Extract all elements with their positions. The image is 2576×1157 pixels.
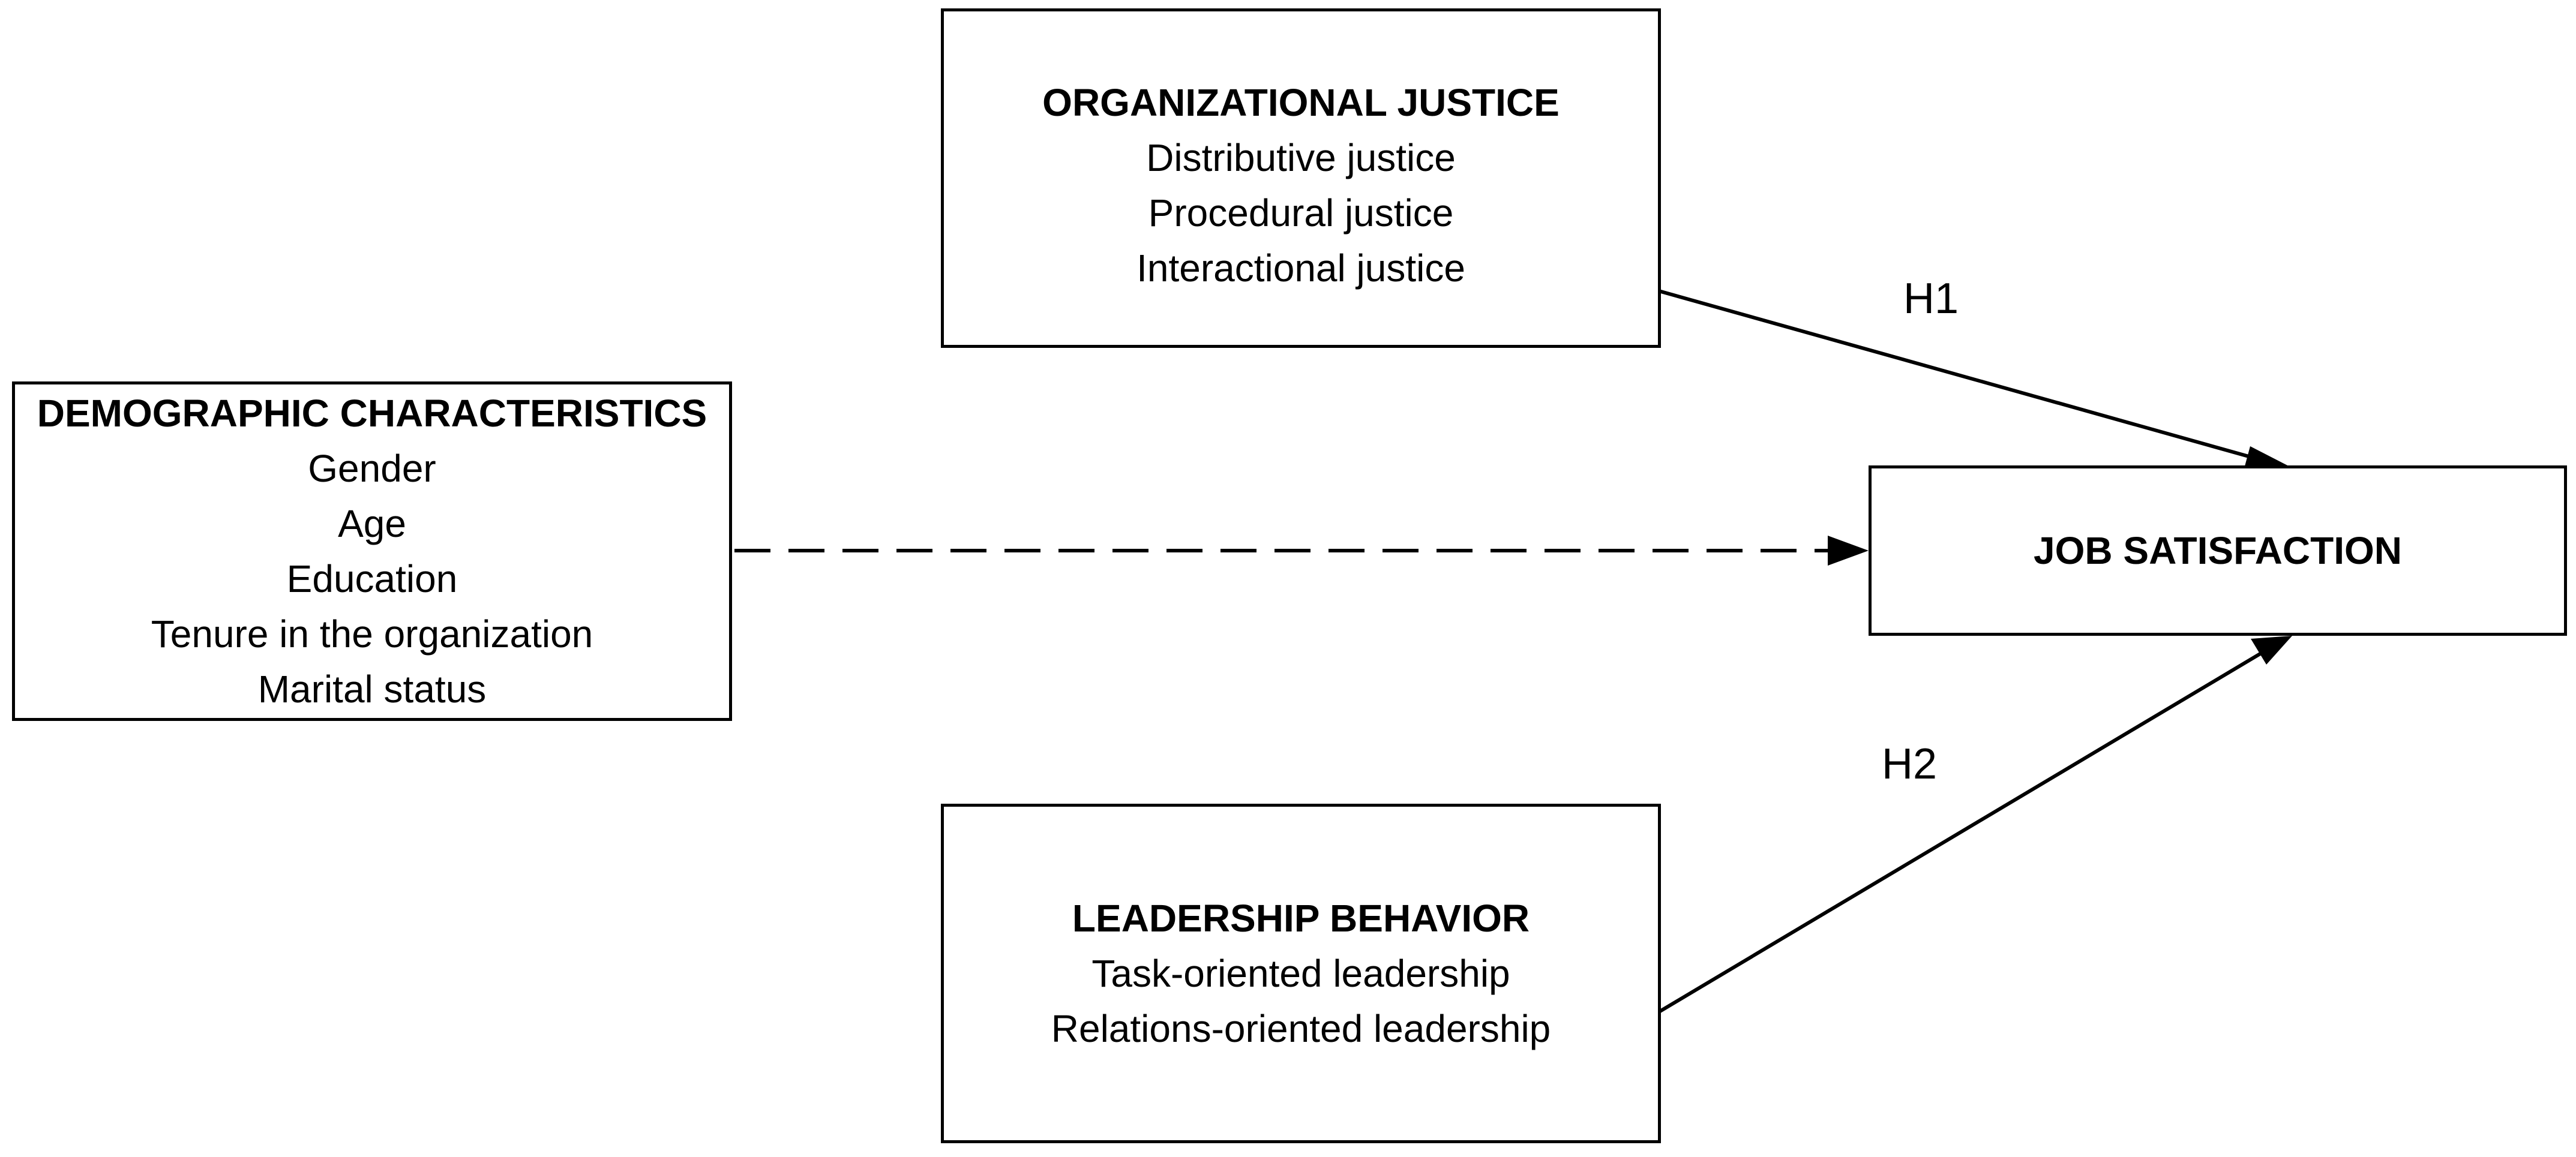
demographic-characteristics-title: DEMOGRAPHIC CHARACTERISTICS xyxy=(37,392,707,435)
leadership-behavior-title: LEADERSHIP BEHAVIOR xyxy=(1072,897,1530,940)
age-item: Age xyxy=(338,502,406,545)
organizational-justice-title: ORGANIZATIONAL JUSTICE xyxy=(1042,81,1560,124)
hypothesis-h2-label: H2 xyxy=(1882,740,1938,788)
arrow-h2-head xyxy=(2251,636,2292,665)
tenure-item: Tenure in the organization xyxy=(151,612,593,656)
demographic-characteristics-box: DEMOGRAPHIC CHARACTERISTICS Gender Age E… xyxy=(12,381,732,721)
organizational-justice-box: ORGANIZATIONAL JUSTICE Distributive just… xyxy=(941,8,1661,348)
hypothesis-h1-label: H1 xyxy=(1903,275,1959,323)
procedural-justice-item: Procedural justice xyxy=(1148,191,1454,235)
task-oriented-leadership-item: Task-oriented leadership xyxy=(1091,952,1510,995)
job-satisfaction-box: JOB SATISFACTION xyxy=(1869,465,2567,636)
gender-item: Gender xyxy=(308,447,436,490)
distributive-justice-item: Distributive justice xyxy=(1146,136,1456,179)
interactional-justice-item: Interactional justice xyxy=(1136,247,1465,290)
education-item: Education xyxy=(286,557,458,600)
arrow-demographic-head xyxy=(1828,536,1869,566)
relations-oriented-leadership-item: Relations-oriented leadership xyxy=(1051,1007,1551,1050)
marital-status-item: Marital status xyxy=(257,668,487,711)
arrow-h2-line xyxy=(1617,651,2263,1038)
leadership-behavior-box: LEADERSHIP BEHAVIOR Task-oriented leader… xyxy=(941,804,1661,1143)
job-satisfaction-title: JOB SATISFACTION xyxy=(2034,529,2402,572)
